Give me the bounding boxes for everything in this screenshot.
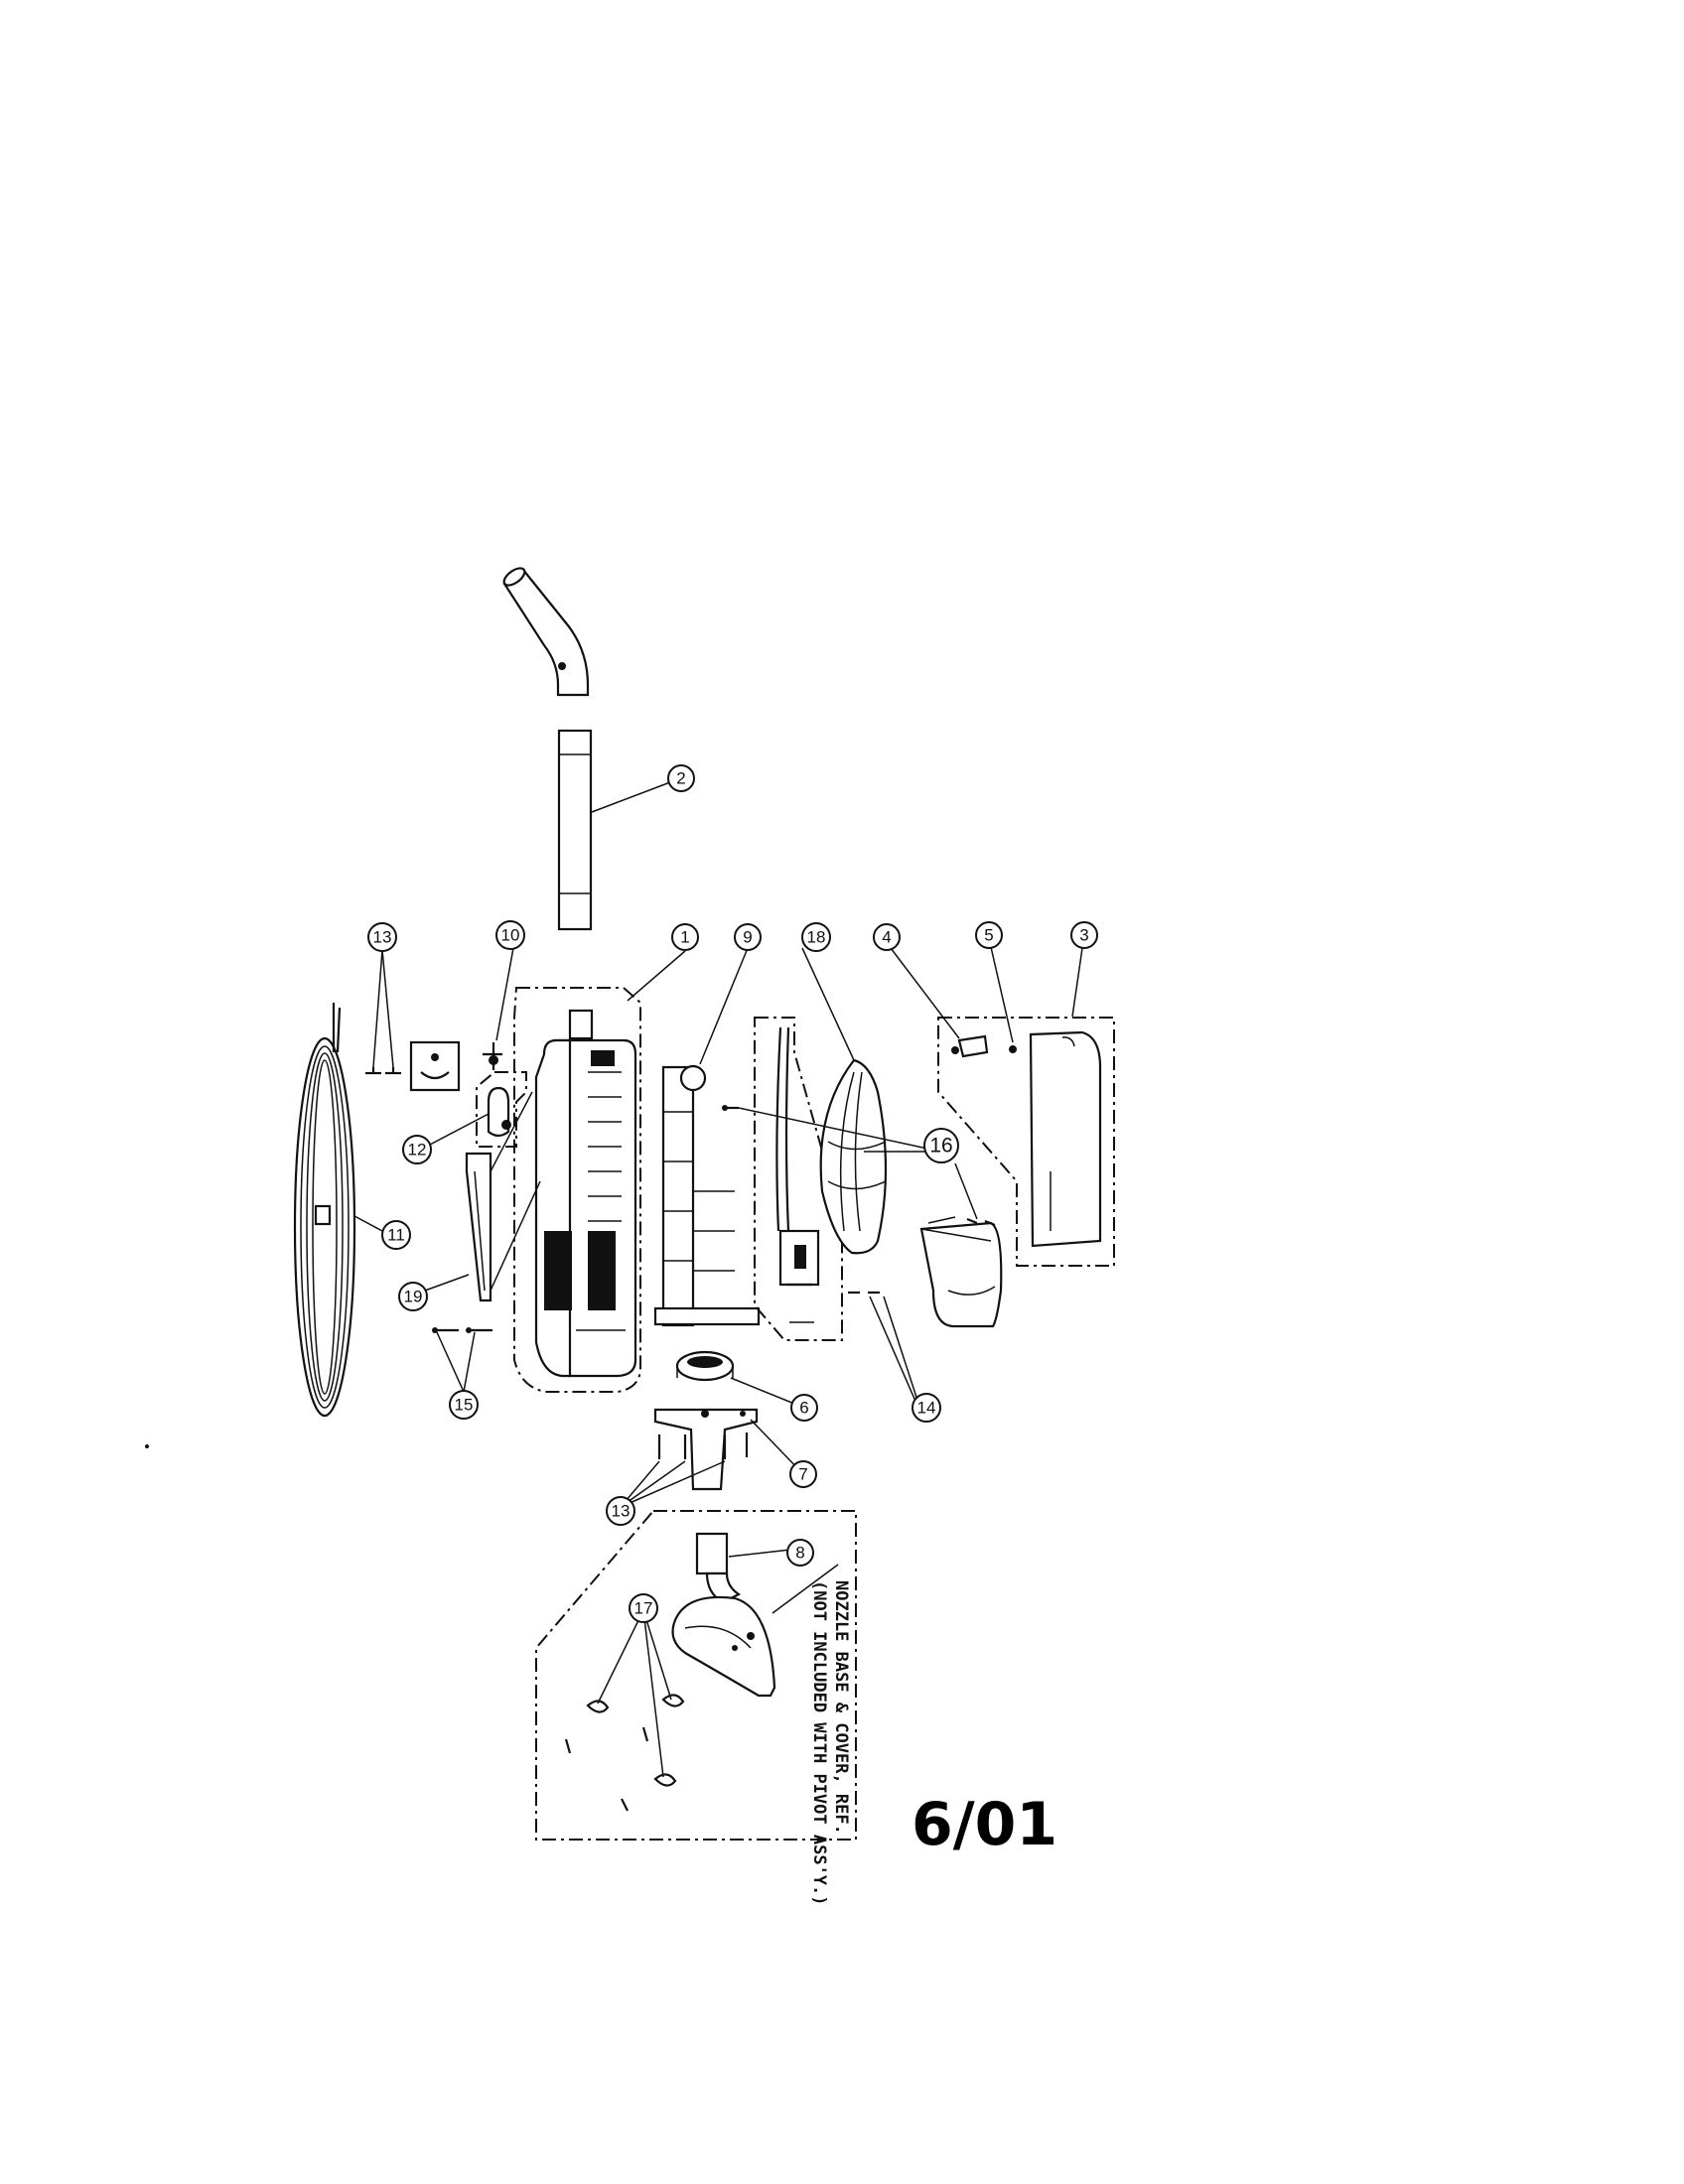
latch-part-4	[951, 1034, 989, 1058]
callout-4: 4	[873, 923, 901, 951]
bag-housing	[919, 1216, 1003, 1328]
handle-lower-tube	[557, 729, 593, 931]
callout-11: 11	[381, 1220, 411, 1250]
svg-text:10: 10	[501, 926, 520, 945]
date-code: 6/01	[912, 1790, 1057, 1859]
svg-text:4: 4	[882, 928, 891, 947]
power-cord	[293, 1003, 356, 1418]
callout-9: 9	[734, 923, 762, 951]
callout-6: 6	[790, 1394, 818, 1422]
nozzle-group-outline	[535, 1510, 857, 1841]
callout-14: 14	[912, 1393, 941, 1423]
fan-housing-part-9	[653, 1064, 761, 1327]
crevice-tool	[465, 1152, 492, 1302]
callout-17: 17	[629, 1593, 658, 1623]
svg-text:16: 16	[929, 1135, 952, 1158]
svg-text:6: 6	[799, 1399, 808, 1418]
svg-text:5: 5	[984, 926, 993, 945]
svg-text:NOZZLE BASE & COVER, REF.: NOZZLE BASE & COVER, REF.	[831, 1580, 851, 1835]
screws-16	[722, 1105, 996, 1227]
side-cover-part-3	[1029, 1030, 1102, 1248]
svg-text:15: 15	[455, 1396, 474, 1415]
svg-text:7: 7	[798, 1465, 807, 1484]
svg-text:18: 18	[807, 928, 826, 947]
callout-19: 19	[398, 1282, 428, 1311]
screw-part-5	[1009, 1045, 1017, 1053]
filter-screen-right	[588, 1231, 616, 1310]
svg-text:13: 13	[373, 928, 392, 947]
screws-15	[432, 1327, 492, 1333]
svg-text:1: 1	[680, 928, 689, 947]
svg-text:14: 14	[917, 1399, 936, 1418]
filter-screen-left	[544, 1231, 572, 1310]
main-body-shell	[534, 1009, 637, 1378]
handle-top-tube	[502, 567, 590, 697]
clips-part-17	[564, 1694, 685, 1812]
svg-text:2: 2	[676, 769, 685, 788]
callout-3: 3	[1070, 921, 1098, 949]
lens-cup-part-18	[819, 1058, 888, 1255]
callout-5: 5	[975, 921, 1003, 949]
svg-text:19: 19	[404, 1288, 423, 1306]
callout-15: 15	[449, 1390, 479, 1420]
screws-13-upper	[365, 1067, 401, 1075]
callout-1: 1	[671, 923, 699, 951]
motor-group-outline	[754, 1017, 843, 1341]
screws-13-lower	[657, 1433, 749, 1459]
motor-assembly	[775, 1026, 820, 1323]
fan-impeller-part-6	[675, 1350, 735, 1382]
svg-text:17: 17	[634, 1599, 653, 1618]
callout-18: 18	[801, 922, 831, 952]
svg-text:11: 11	[387, 1226, 405, 1245]
svg-text:12: 12	[408, 1141, 427, 1160]
callout-13-lower: 13	[606, 1496, 635, 1526]
svg-text:8: 8	[795, 1544, 804, 1563]
nozzle-assembly-part-8	[671, 1532, 776, 1698]
callout-7: 7	[789, 1460, 817, 1488]
hook-part-12	[487, 1086, 511, 1138]
callout-10: 10	[495, 920, 525, 950]
svg-text:9: 9	[743, 928, 752, 947]
svg-text:3: 3	[1079, 926, 1088, 945]
svg-text:13: 13	[612, 1502, 631, 1521]
nozzle-note: NOZZLE BASE & COVER, REF. (NOT INCLUDED …	[809, 1580, 851, 1906]
fastener-part-10	[483, 1042, 502, 1070]
pivot-part-7	[653, 1408, 759, 1491]
main-body-ribs	[588, 1071, 622, 1222]
callout-16: 16	[923, 1128, 959, 1163]
callout-8: 8	[786, 1539, 814, 1567]
cover-group-outline	[937, 1017, 1115, 1267]
callout-13-upper: 13	[367, 922, 397, 952]
callout-2: 2	[667, 764, 695, 792]
cord-hook-plate	[409, 1040, 461, 1092]
svg-text:(NOT INCLUDED WITH PIVOT ASS'Y: (NOT INCLUDED WITH PIVOT ASS'Y.)	[809, 1580, 829, 1906]
callout-12: 12	[402, 1135, 432, 1164]
hook-group-outline	[476, 1071, 527, 1148]
